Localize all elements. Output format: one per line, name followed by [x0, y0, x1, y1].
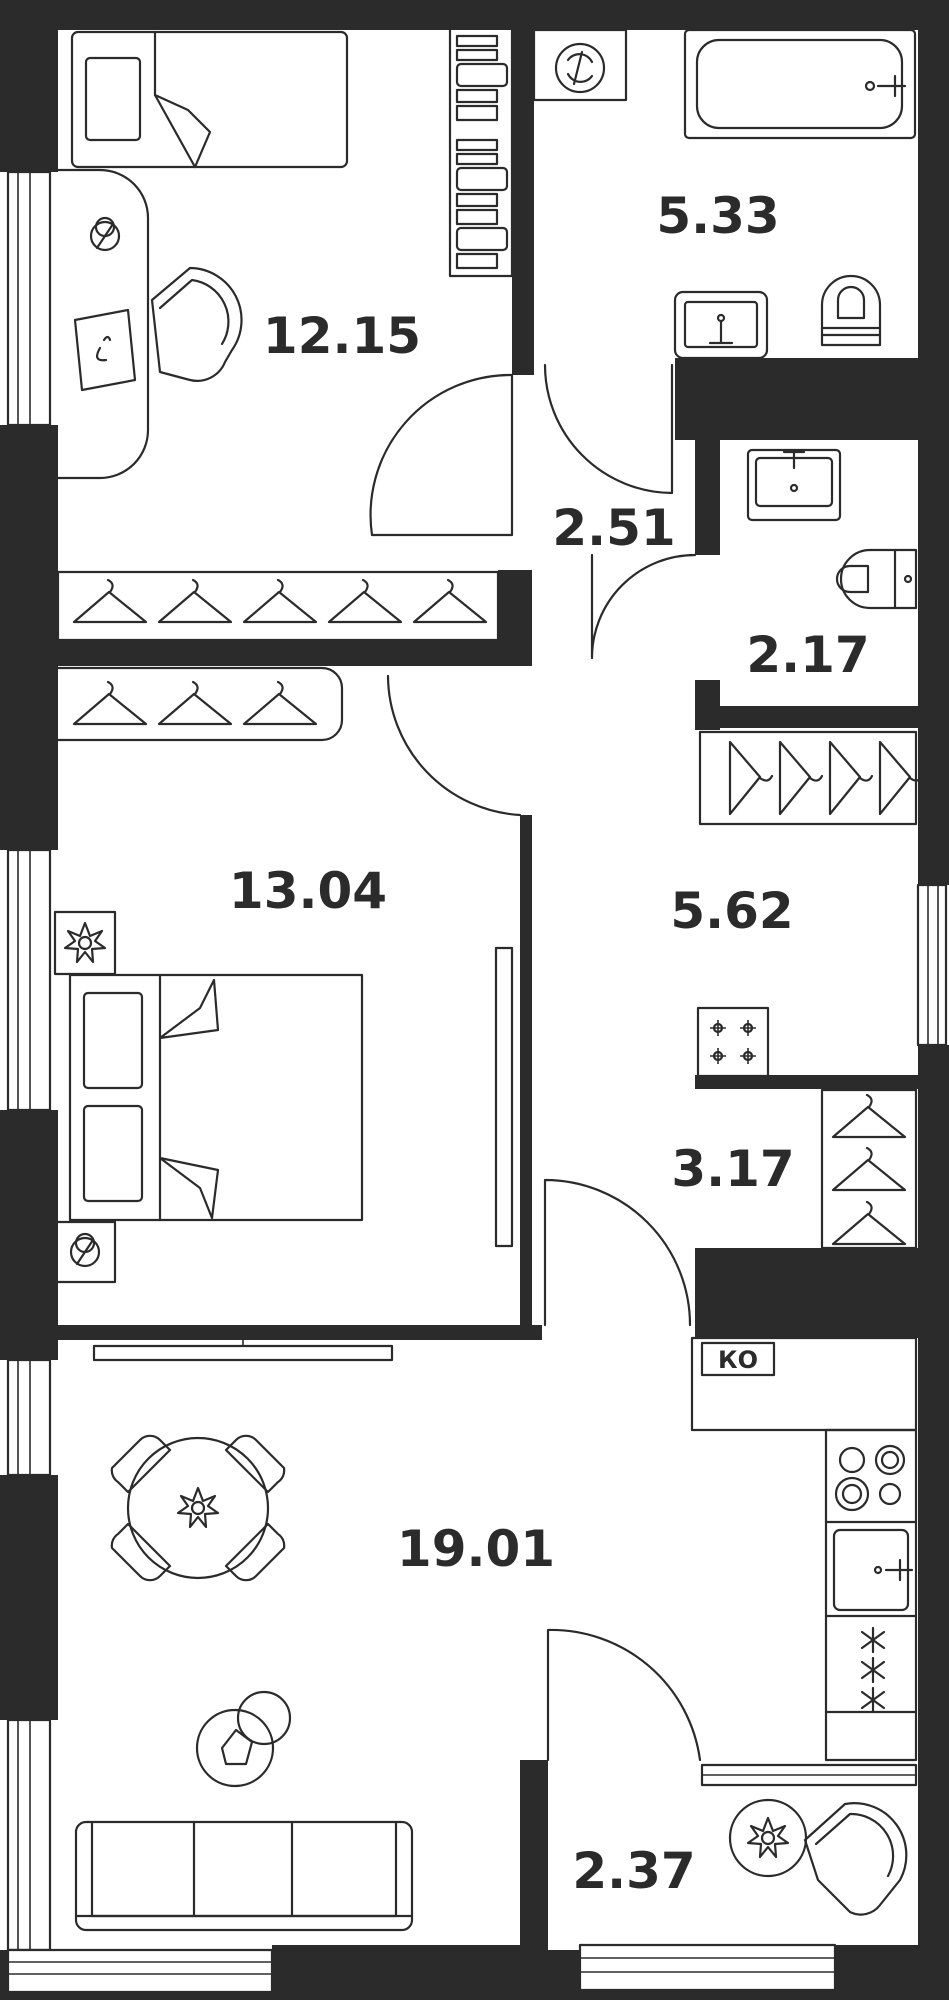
hall-furniture: [696, 730, 924, 1250]
area-label-living-kitchen: 19.01: [397, 1520, 555, 1578]
toilet-furniture: [746, 448, 918, 610]
area-label-wardrobe: 3.17: [671, 1140, 794, 1198]
dining-chairs: [110, 1434, 286, 1582]
area-label-corridor: 2.51: [552, 499, 675, 557]
area-label-bathroom: 5.33: [656, 187, 779, 245]
room-area-labels: 12.15 5.33 2.51 2.17 13.04 5.62 3.17 19.…: [229, 187, 870, 1900]
area-label-bedroom-1: 12.15: [263, 307, 421, 365]
shelves: [455, 34, 509, 270]
doors: [369, 363, 702, 1762]
balcony-furniture: [728, 1798, 908, 1916]
area-label-balcony: 2.37: [572, 1842, 695, 1900]
area-label-toilet: 2.17: [746, 626, 869, 684]
boiler-label: КО: [718, 1346, 758, 1374]
bathroom-furniture: [532, 28, 917, 360]
living-furniture: [74, 1340, 414, 1932]
area-label-bedroom-2: 13.04: [229, 862, 387, 920]
area-label-hall: 5.62: [670, 882, 793, 940]
dishwasher-icon: [860, 1626, 886, 1714]
windows: [6, 170, 948, 1994]
bedroom-2-furniture: [53, 666, 514, 1284]
stove-small-icon: [710, 1020, 756, 1064]
stove-icon: [834, 1444, 906, 1512]
kitchen-furniture: КО: [690, 1336, 918, 1787]
bedroom-1-furniture: [56, 26, 514, 642]
